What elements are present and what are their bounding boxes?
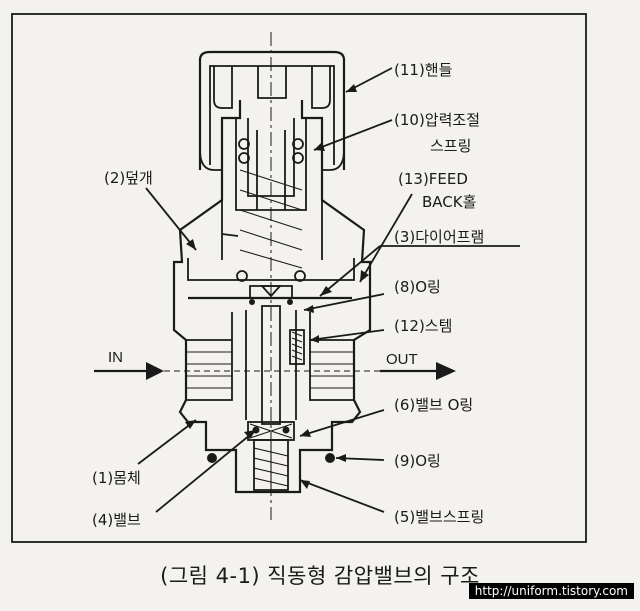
in-arrow	[94, 362, 164, 380]
figure-frame	[11, 13, 587, 543]
label-in: IN	[108, 349, 123, 366]
label-valve-spring: (5)밸브스프링	[394, 508, 484, 526]
stem-part	[261, 305, 305, 425]
leader-lines	[137, 67, 520, 513]
label-feedback-hole: (13)FEED	[398, 170, 468, 188]
label-stem: (12)스템	[394, 317, 452, 335]
label-o-ring-9: (9)O링	[394, 452, 441, 470]
valve-part	[247, 421, 295, 491]
label-cover: (2)덮개	[104, 169, 153, 187]
out-arrow	[380, 362, 456, 380]
label-out: OUT	[386, 351, 418, 368]
label-diaphragm: (3)다이어프램	[394, 228, 484, 246]
figure-caption: (그림 4-1) 직동형 감압밸브의 구조	[160, 564, 480, 588]
o-ring-right	[325, 453, 335, 463]
label-regulating-spring-2: 스프링	[430, 137, 471, 155]
label-feedback-hole-2: BACK홀	[422, 193, 476, 211]
label-body: (1)몸체	[92, 469, 141, 487]
handle-part	[198, 50, 346, 171]
label-o-ring-8: (8)O링	[394, 278, 441, 296]
valve-o-ring-2	[282, 426, 290, 434]
label-valve: (4)밸브	[92, 511, 141, 529]
label-handle: (11)핸들	[394, 61, 453, 79]
label-valve-o-ring: (6)밸브 O링	[394, 396, 473, 414]
stem-o-ring-2	[287, 299, 293, 305]
label-regulating-spring: (10)압력조절	[394, 111, 480, 129]
regulating-spring	[236, 138, 306, 282]
diaphragm	[188, 285, 352, 300]
watermark: http://uniform.tistory.com	[468, 583, 634, 599]
cover-part	[172, 100, 372, 308]
stem-o-ring	[249, 299, 255, 305]
body-part	[172, 308, 372, 494]
o-ring-left	[207, 453, 217, 463]
